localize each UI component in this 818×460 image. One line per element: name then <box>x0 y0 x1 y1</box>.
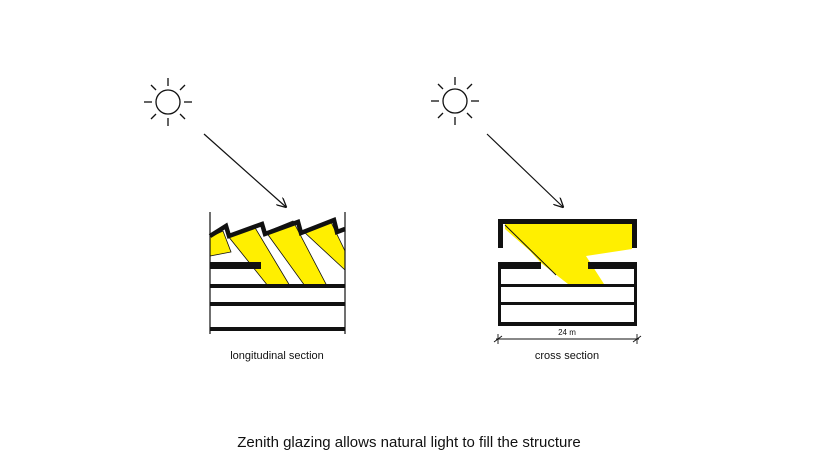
longitudinal-section-drawing <box>208 212 346 334</box>
dimension-label: 24 m <box>558 328 576 337</box>
sawtooth-roof <box>208 216 346 239</box>
cross-section-drawing: 24 m <box>493 219 642 344</box>
light-volume <box>505 223 632 284</box>
mezzanine-slab-right <box>588 262 637 269</box>
light-beams <box>209 219 346 287</box>
flat-roof <box>498 219 637 224</box>
sun-icon-right <box>431 77 479 125</box>
diagram-caption: Zenith glazing allows natural light to f… <box>237 434 581 451</box>
mezzanine-slab <box>210 262 261 269</box>
longitudinal-section-label: longitudinal section <box>230 350 324 362</box>
light-ray-arrow-right <box>486 133 563 207</box>
cross-section-label: cross section <box>534 350 600 362</box>
mezzanine-slab-left <box>498 262 541 269</box>
dimension-line <box>493 334 642 344</box>
light-ray-arrow-left <box>203 133 286 207</box>
sun-icon-left <box>144 78 192 126</box>
